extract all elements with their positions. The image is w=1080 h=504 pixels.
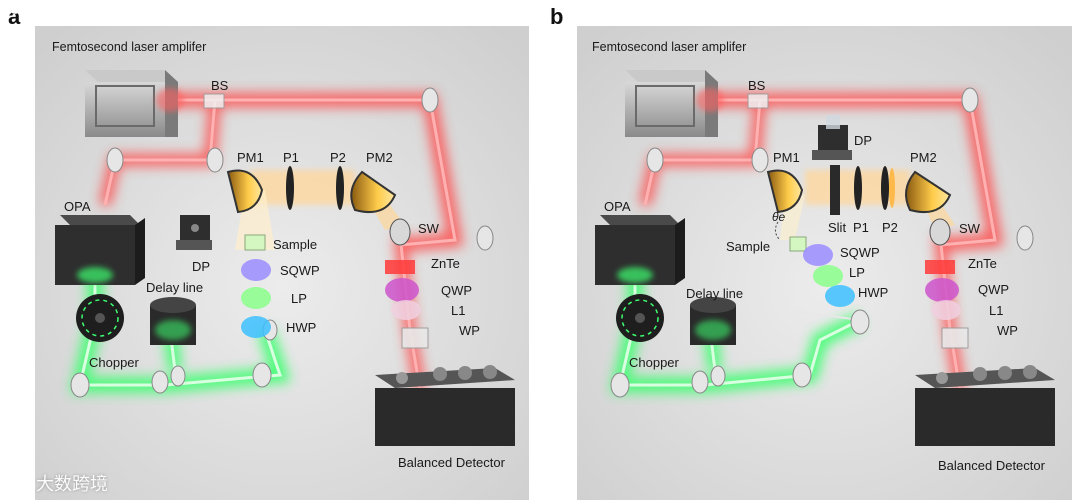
lp-plate (813, 265, 843, 287)
label-delay-line: Delay line (686, 286, 744, 301)
polarizers (854, 166, 895, 210)
label-slit: Slit (828, 220, 847, 235)
label-bs: BS (748, 78, 766, 93)
sample-holder (244, 234, 266, 251)
sw-mirror (929, 218, 951, 246)
polarizers (286, 166, 344, 210)
label-pm1: PM1 (773, 150, 800, 165)
panel-a: a Femtosecond laser amplifer BS PM1 P1 P… (0, 2, 529, 500)
label-hwp: HWP (858, 285, 889, 300)
label-opa: OPA (64, 199, 91, 214)
parabolic-mirror-pm2 (905, 170, 952, 214)
label-p1: P1 (853, 220, 869, 235)
parabolic-mirror-pm2 (350, 170, 397, 214)
sample-holder (774, 221, 807, 252)
label-balanced-detector: Balanced Detector (398, 455, 505, 470)
laser-amplifier (625, 70, 724, 137)
label-sw: SW (418, 221, 439, 236)
label-balanced-detector: Balanced Detector (938, 458, 1045, 473)
label-dp: DP (854, 133, 873, 148)
watermark-text: 大数跨境 (36, 474, 108, 495)
label-sample: Sample (273, 237, 318, 252)
setup-b-illustration (577, 26, 1072, 500)
lp-plate (241, 287, 271, 309)
chopper-wheel (616, 294, 664, 342)
label-dp: DP (192, 259, 211, 274)
label-sw: SW (959, 221, 980, 236)
mirrors (610, 87, 1034, 398)
label-theta-e: θe (772, 210, 786, 224)
label-wp: WP (459, 323, 480, 338)
label-l1: L1 (989, 303, 1004, 318)
wp-prism (401, 327, 429, 349)
label-qwp: QWP (978, 282, 1010, 297)
label-pm1: PM1 (237, 150, 264, 165)
title-laser-amplifier: Femtosecond laser amplifer (52, 40, 207, 54)
label-p2: P2 (330, 150, 346, 165)
l1-lens (391, 300, 421, 320)
label-pm2: PM2 (910, 150, 937, 165)
beam-splitter (747, 93, 769, 109)
label-l1: L1 (451, 303, 466, 318)
label-hwp: HWP (286, 320, 317, 335)
dp-stage (176, 215, 212, 250)
label-sample: Sample (726, 239, 771, 254)
hwp-plate (241, 316, 271, 338)
slit (830, 165, 840, 215)
label-sqwp: SQWP (840, 245, 880, 260)
sqwp-plate (803, 244, 833, 266)
label-delay-line: Delay line (146, 280, 204, 295)
label-bs: BS (211, 78, 229, 93)
opa-box (595, 215, 685, 285)
parabolic-mirror-pm1 (226, 169, 264, 214)
qwp-plate (925, 278, 959, 302)
wp-prism (941, 327, 969, 349)
sw-mirror (389, 218, 411, 246)
label-lp: LP (849, 265, 865, 280)
sqwp-plate (241, 259, 271, 281)
znte-crystal (385, 260, 415, 274)
hwp-plate (825, 285, 855, 307)
laser-amplifier (85, 70, 184, 137)
label-pm2: PM2 (366, 150, 393, 165)
balanced-detector (915, 365, 1055, 446)
label-znte: ZnTe (431, 256, 460, 271)
delay-line (150, 297, 196, 345)
label-chopper: Chopper (89, 355, 139, 370)
watermark-logo-icon (0, 2, 21, 16)
title-laser-amplifier: Femtosecond laser amplifer (592, 40, 747, 54)
dp-stage (812, 115, 852, 160)
label-p1: P1 (283, 150, 299, 165)
delay-line (690, 297, 736, 345)
chopper-wheel (76, 294, 124, 342)
label-znte: ZnTe (968, 256, 997, 271)
label-opa: OPA (604, 199, 631, 214)
label-wp: WP (997, 323, 1018, 338)
panel-b: b Femtosecond laser amplifer BS DP PM1 P… (540, 0, 1080, 504)
balanced-detector (375, 365, 515, 446)
label-sqwp: SQWP (280, 263, 320, 278)
mirrors (70, 87, 494, 398)
znte-crystal (925, 260, 955, 274)
label-p2: P2 (882, 220, 898, 235)
label-chopper: Chopper (629, 355, 679, 370)
l1-lens (931, 300, 961, 320)
qwp-plate (385, 278, 419, 302)
label-lp: LP (291, 291, 307, 306)
panel-letter: b (550, 4, 564, 29)
beam-splitter (203, 93, 225, 109)
parabolic-mirror-pm1 (766, 169, 804, 214)
label-qwp: QWP (441, 283, 473, 298)
setup-a-illustration (35, 26, 529, 500)
opa-box (55, 215, 145, 285)
